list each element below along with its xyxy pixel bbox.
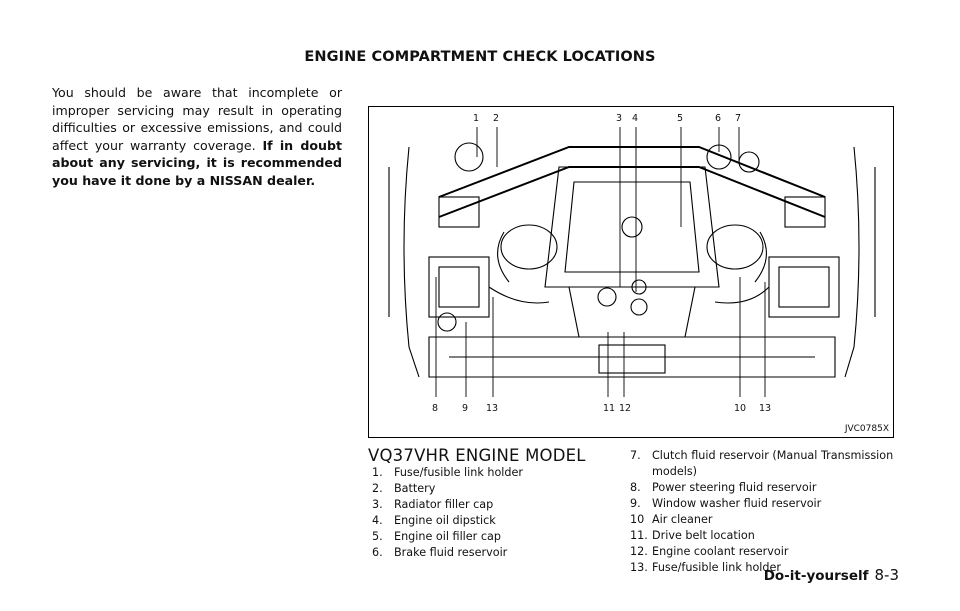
model-title: VQ37VHR ENGINE MODEL: [368, 446, 586, 465]
legend-list-left: 1. Fuse/fusible link holder 2. Battery 3. R…: [372, 465, 602, 561]
item-number: 2.: [372, 482, 383, 495]
item-text: Fuse/fusible link holder: [652, 561, 781, 574]
item-number: 11.: [630, 529, 648, 542]
callout-3: 3: [616, 113, 623, 124]
callout-4: 4: [632, 113, 639, 124]
list-item: 8. Power steering fluid reservoir: [630, 480, 898, 496]
item-text: Clutch fluid reservoir (Manual Transmiss…: [652, 449, 894, 478]
list-item: 6. Brake fluid reservoir: [372, 545, 602, 561]
list-item: 2. Battery: [372, 481, 602, 497]
callout-5: 5: [677, 113, 684, 124]
item-text: Power steering fluid reservoir: [652, 481, 817, 494]
item-number: 12.: [630, 545, 648, 558]
callout-13-left: 13: [486, 403, 499, 414]
item-number: 3.: [372, 498, 383, 511]
intro-bold-text: If in doubt about any servicing, it is r…: [52, 137, 343, 188]
callout-7: 7: [735, 113, 742, 124]
list-item: 7. Clutch fluid reservoir (Manual Transmi…: [630, 448, 898, 480]
item-number: 6.: [372, 546, 383, 559]
item-number: 1.: [372, 466, 383, 479]
callout-8: 8: [432, 403, 439, 414]
item-text: Engine oil filler cap: [394, 530, 501, 543]
item-number: 9.: [630, 497, 641, 510]
list-item: 13. Fuse/fusible link holder: [630, 560, 898, 576]
callout-10: 10: [734, 403, 747, 414]
item-number: 10: [630, 513, 645, 526]
item-text: Engine coolant reservoir: [652, 545, 789, 558]
list-item: 10 Air cleaner: [630, 512, 898, 528]
page-footer: Do-it-yourself 8-3: [764, 566, 899, 584]
item-text: Radiator filler cap: [394, 498, 494, 511]
callout-2: 2: [493, 113, 500, 124]
list-item: 4. Engine oil dipstick: [372, 513, 602, 529]
callout-13-right: 13: [759, 403, 772, 414]
item-number: 13.: [630, 561, 648, 574]
item-text: Fuse/fusible link holder: [394, 466, 523, 479]
section-title: ENGINE COMPARTMENT CHECK LOCATIONS: [304, 49, 656, 65]
list-item: 1. Fuse/fusible link holder: [372, 465, 602, 481]
item-number: 8.: [630, 481, 641, 494]
list-item: 5. Engine oil filler cap: [372, 529, 602, 545]
callout-12: 12: [619, 403, 632, 414]
item-text: Brake fluid reservoir: [394, 546, 508, 559]
list-item: 11. Drive belt location: [630, 528, 898, 544]
item-text: Window washer fluid reservoir: [652, 497, 822, 510]
item-number: 4.: [372, 514, 383, 527]
item-text: Engine oil dipstick: [394, 514, 496, 527]
footer-section: Do-it-yourself: [763, 568, 869, 584]
list-item: 12. Engine coolant reservoir: [630, 544, 898, 560]
callout-9: 9: [462, 403, 469, 414]
item-text: Battery: [394, 482, 436, 495]
callout-6: 6: [715, 113, 722, 124]
item-number: 5.: [372, 530, 383, 543]
item-text: Air cleaner: [652, 513, 713, 526]
engine-drawing: [388, 127, 876, 397]
intro-text: You should be aware that incomplete or i…: [52, 85, 342, 153]
list-item: 9. Window washer fluid reservoir: [630, 496, 898, 512]
legend-list-right: 7. Clutch fluid reservoir (Manual Transmi…: [630, 448, 898, 576]
list-item: 3. Radiator filler cap: [372, 497, 602, 513]
callout-1: 1: [473, 113, 480, 124]
item-text: Drive belt location: [652, 529, 755, 542]
intro-paragraph: You should be aware that incomplete or i…: [52, 84, 342, 190]
page-number: 8-3: [874, 566, 900, 584]
figure-code: JVC0785X: [844, 424, 889, 434]
engine-compartment-figure: 1 2 3 4 5 6 7 8 9 13 11 12 10 13 JVC0785…: [368, 106, 894, 438]
item-number: 7.: [630, 449, 641, 462]
callout-11: 11: [603, 403, 616, 414]
